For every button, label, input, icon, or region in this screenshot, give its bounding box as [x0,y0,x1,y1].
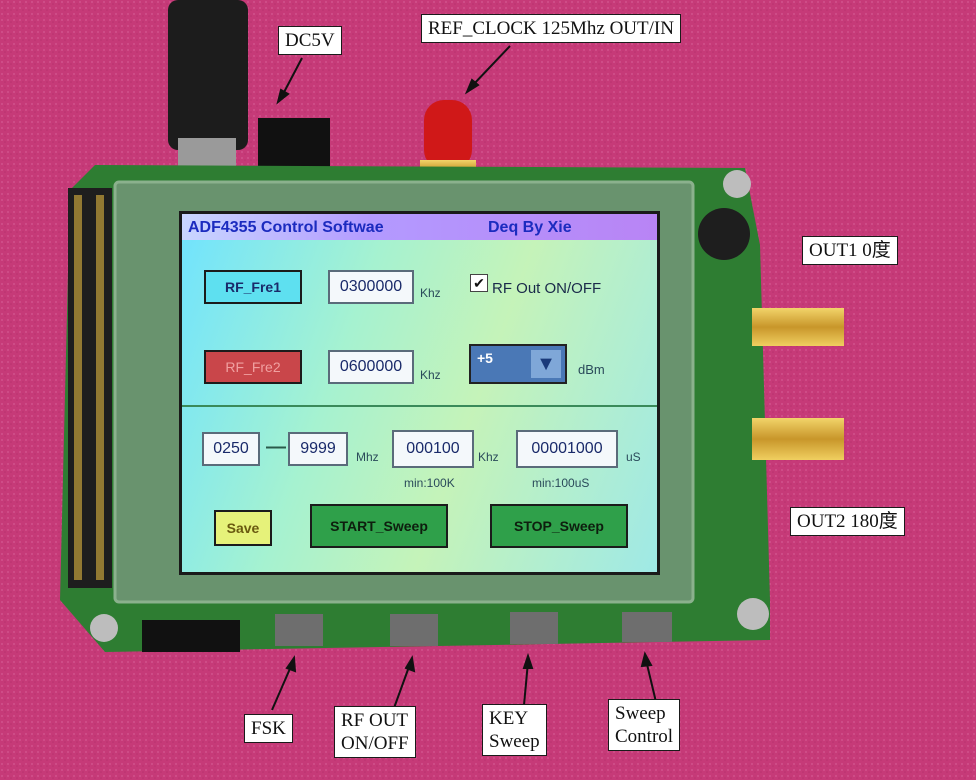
sweep-time-unit: uS [626,450,641,464]
out1-connector [752,308,844,346]
callout-rf-out: RF OUT ON/OFF [334,706,416,758]
power-unit: dBm [578,362,605,377]
power-select-value: +5 [477,350,493,366]
lcd-screen: ADF4355 Control Softwae Deq By Xie RF_Fr… [182,214,657,572]
callout-out2: OUT2 180度 [790,507,905,536]
callout-out1: OUT1 0度 [802,236,898,265]
sweep-range-unit: Mhz [356,450,379,464]
callout-dc5v: DC5V [278,26,342,55]
chevron-down-icon[interactable]: ▼ [531,350,561,378]
sweep-step-unit: Khz [478,450,499,464]
sweep-time-min: min:100uS [532,476,590,490]
rf-fre2-button[interactable]: RF_Fre2 [204,350,302,384]
rf-fre1-unit: Khz [420,286,441,300]
sweep-step-min: min:100K [404,476,455,490]
save-button[interactable]: Save [214,510,272,546]
rf-fre2-unit: Khz [420,368,441,382]
sweep-step-field[interactable]: 000100 [392,430,474,468]
callout-key-sweep: KEY Sweep [482,704,547,756]
callout-ref-clock: REF_CLOCK 125Mhz OUT/IN [421,14,681,43]
rf-out-checkbox-label: RF Out ON/OFF [492,280,602,297]
section-divider [182,405,657,407]
callout-fsk: FSK [244,714,293,743]
callout-sweep-control: Sweep Control [608,699,681,751]
rf-fre1-field[interactable]: 0300000 [328,270,414,304]
lcd-title-left: ADF4355 Control Softwae [188,219,384,236]
out2-connector [752,418,844,460]
sweep-range-dash: — [266,436,286,458]
rf-out-checkbox[interactable]: ✔ [470,274,488,292]
rf-fre2-field[interactable]: 0600000 [328,350,414,384]
sweep-start-field[interactable]: 0250 [202,432,260,466]
lcd-title-right: Deq By Xie [488,219,572,236]
rf-fre1-button[interactable]: RF_Fre1 [204,270,302,304]
stop-sweep-button[interactable]: STOP_Sweep [490,504,628,548]
start-sweep-button[interactable]: START_Sweep [310,504,448,548]
usb-cable [168,0,248,168]
sweep-end-field[interactable]: 9999 [288,432,348,466]
sweep-time-field[interactable]: 00001000 [516,430,618,468]
power-select[interactable]: +5 ▼ [469,344,567,384]
lcd-title-bar: ADF4355 Control Softwae Deq By Xie [182,214,657,240]
